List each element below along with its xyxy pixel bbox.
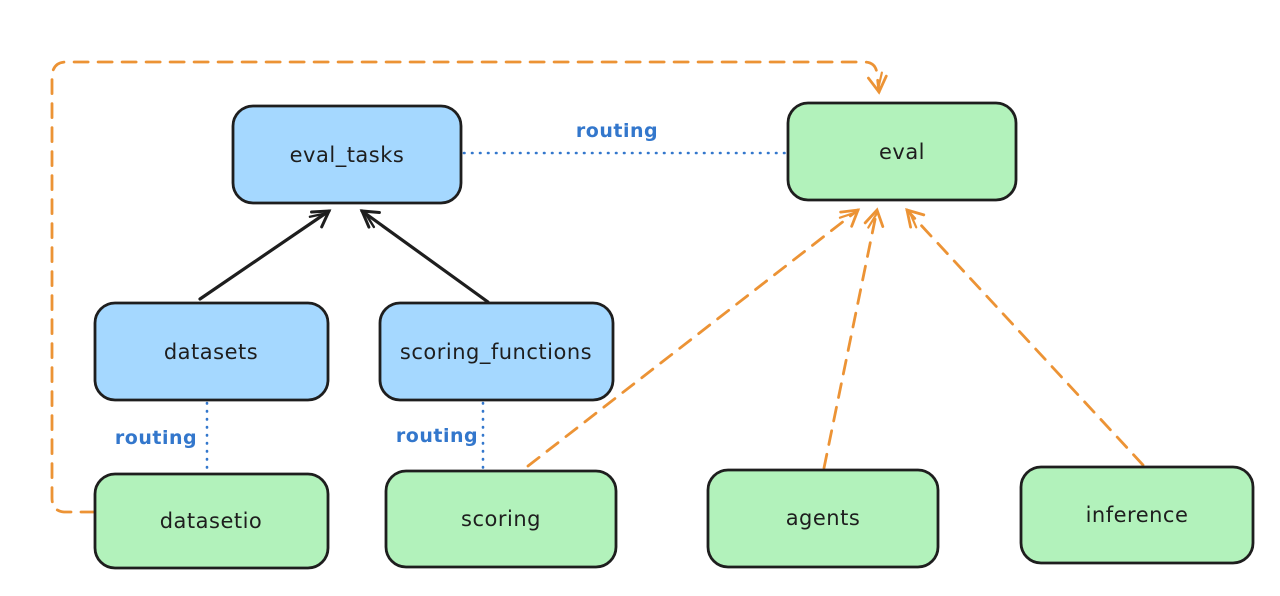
edge-datasets-to-eval-tasks [198,209,332,301]
node-eval-label: eval [879,140,925,164]
node-eval-box [786,101,1018,202]
node-scoring-box [384,469,618,569]
node-inference: inference [1019,465,1255,565]
edge-agents-to-eval [822,207,885,470]
node-agents-box [706,468,940,569]
edge-scoring-to-eval [526,208,861,468]
node-datasetio-box [93,472,330,570]
node-datasetio: datasetio [93,472,330,570]
edge-inference-to-eval [905,208,1145,467]
node-scoring-label: scoring [461,507,541,531]
node-group: eval_tasks eval datasets scoring_functio… [93,101,1255,570]
routing-label-middle: routing [396,425,478,447]
node-datasets: datasets [93,301,330,402]
routing-label-left: routing [115,427,197,449]
node-agents-label: agents [786,506,861,530]
routing-label-top: routing [576,120,658,142]
node-scoring-functions-box [378,301,615,402]
edge-group: routing routing routing [50,60,1145,514]
node-eval: eval [786,101,1018,202]
node-datasetio-label: datasetio [160,509,263,533]
edge-datasetio-to-eval [50,60,888,514]
node-inference-box [1019,465,1255,565]
node-datasets-label: datasets [164,340,258,364]
edge-scoring-functions-to-eval-tasks [359,209,490,304]
node-agents: agents [706,468,940,569]
node-datasets-box [93,301,330,402]
node-eval-tasks-label: eval_tasks [290,143,405,168]
node-scoring-functions-label: scoring_functions [400,340,592,365]
node-eval-tasks-box [231,104,463,205]
node-scoring: scoring [384,469,618,569]
node-inference-label: inference [1086,503,1189,527]
node-scoring-functions: scoring_functions [378,301,615,402]
node-eval-tasks: eval_tasks [231,104,463,205]
